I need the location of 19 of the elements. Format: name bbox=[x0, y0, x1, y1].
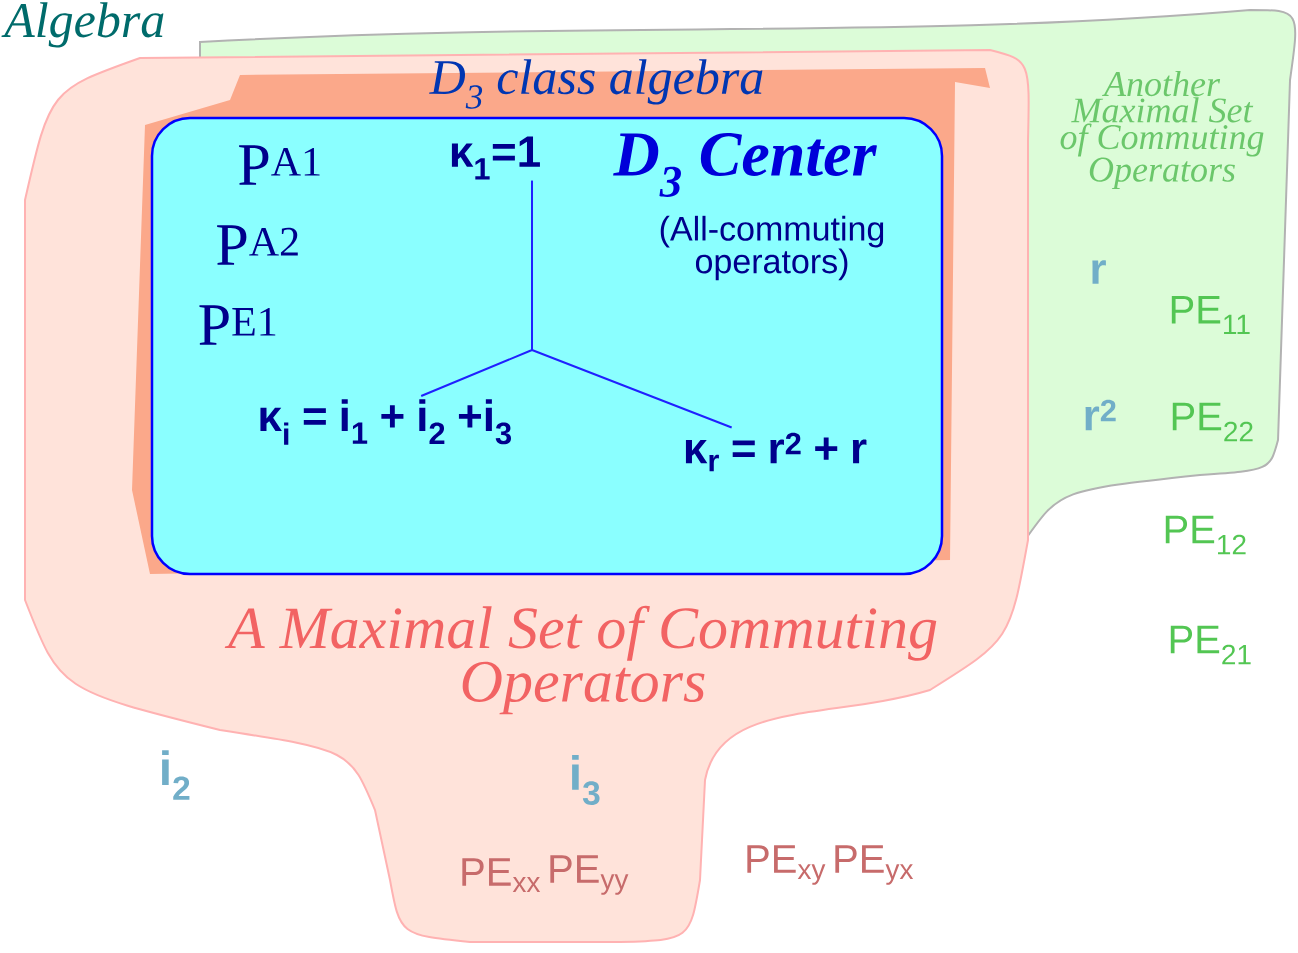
label-text: PE$_{21}$ bbox=[1170, 625, 1251, 665]
label-text: P$^{A1}$ bbox=[239, 145, 320, 185]
heading: Algebra bbox=[1, 2, 164, 48]
label-text: PE$_{yx}$ bbox=[835, 845, 914, 885]
label-text: i$_{3}$ bbox=[572, 755, 600, 806]
formula-text: κ$_{r}$ = r$^{2}$ + r bbox=[685, 432, 867, 472]
label-text: PE$_{xy}$ bbox=[747, 845, 826, 885]
formula-text: κ$_{i}$ = i$_{1}$ + i$_{2}$ +i$_{3}$ bbox=[260, 399, 511, 445]
connector-line bbox=[531, 179, 733, 429]
label-text: i$_{2}$ bbox=[162, 750, 190, 800]
label-text: P$^{A2}$ bbox=[217, 225, 298, 265]
label-text: PE$_{yy}$ bbox=[550, 855, 629, 895]
label-text: PE$_{11}$ bbox=[1171, 295, 1250, 335]
label-text: r bbox=[1092, 260, 1106, 284]
label-text: r$^{2}$ bbox=[1085, 399, 1116, 431]
label-text: P$^{E1}$ bbox=[199, 305, 276, 345]
formula-text: κ$_{1}$=1 bbox=[451, 136, 540, 180]
label-text: PE$_{xx}$ bbox=[462, 858, 541, 892]
label-text: PE$_{22}$ bbox=[1172, 402, 1253, 442]
